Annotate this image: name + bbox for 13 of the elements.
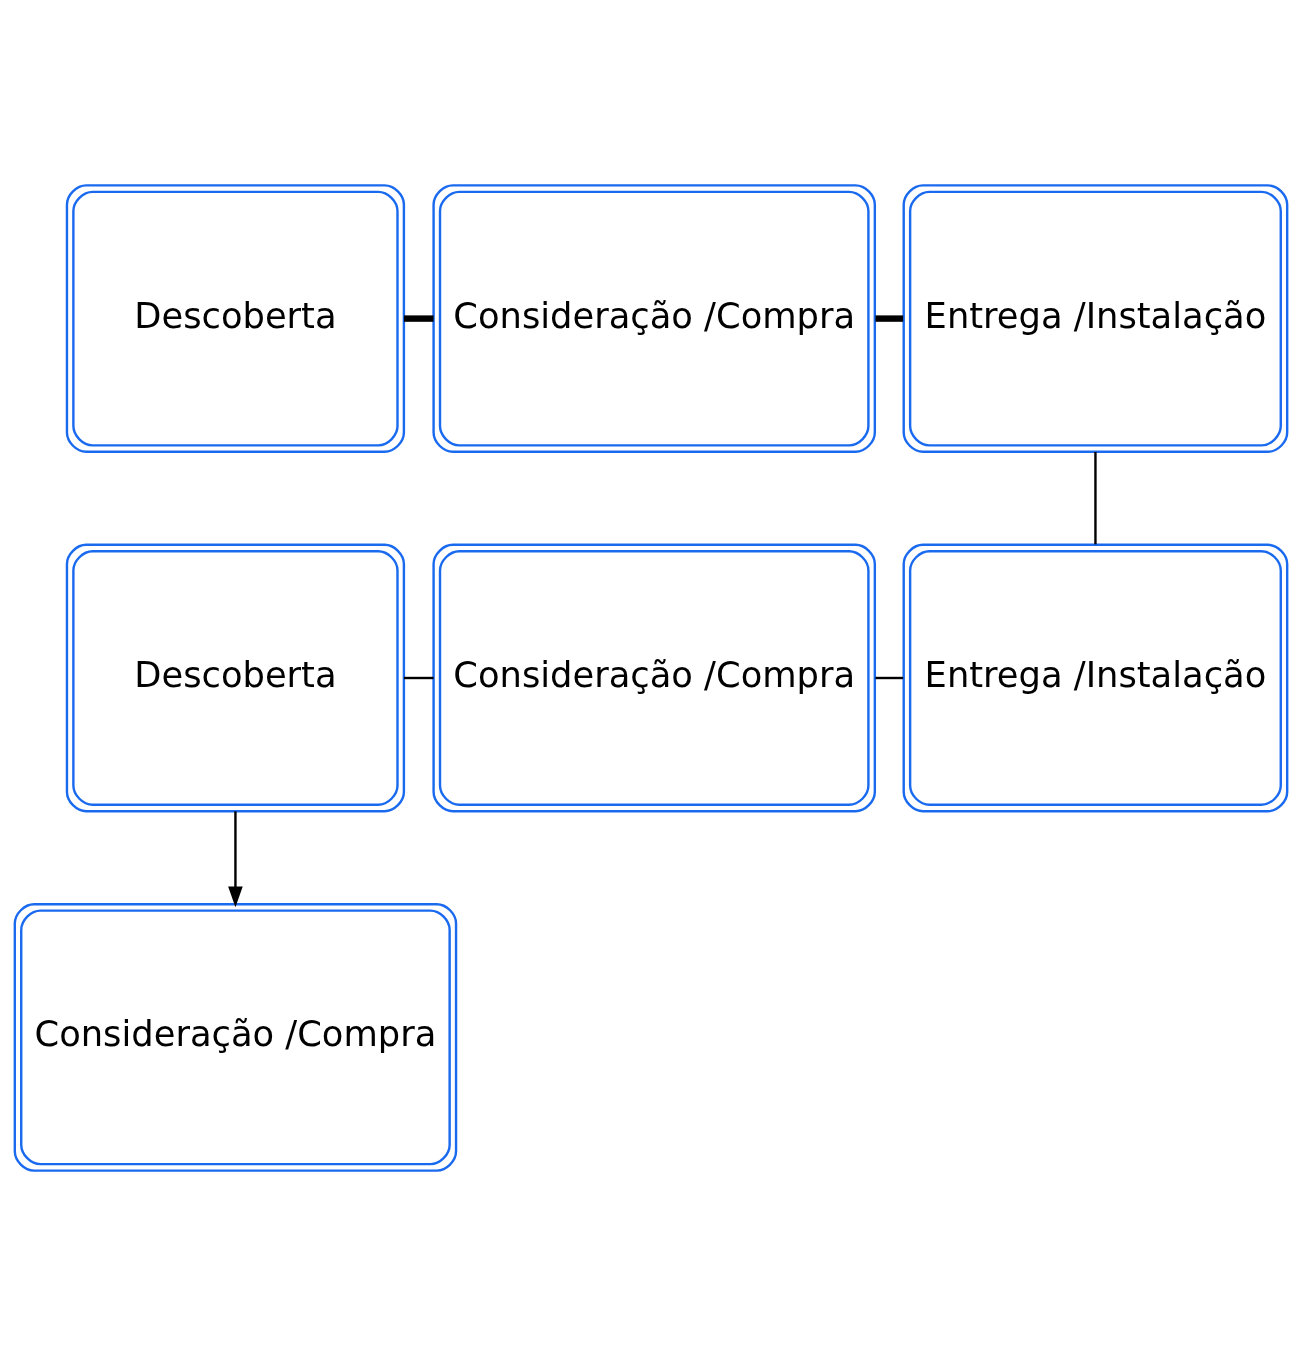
- node-box: Consideração /Compra: [13, 903, 458, 1172]
- connector: [875, 676, 904, 680]
- node-box: Consideração /Compra: [432, 184, 877, 453]
- connector: [403, 676, 434, 680]
- connector: [403, 315, 434, 322]
- connector: [875, 315, 904, 322]
- node-box: Consideração /Compra: [432, 543, 877, 813]
- connector: [1094, 451, 1097, 545]
- node-box: Entrega /Instalação: [902, 184, 1289, 453]
- node-box: Descoberta: [65, 184, 406, 453]
- arrow: [228, 811, 243, 908]
- node-box: Entrega /Instalação: [902, 543, 1289, 813]
- node-box: Descoberta: [65, 543, 406, 813]
